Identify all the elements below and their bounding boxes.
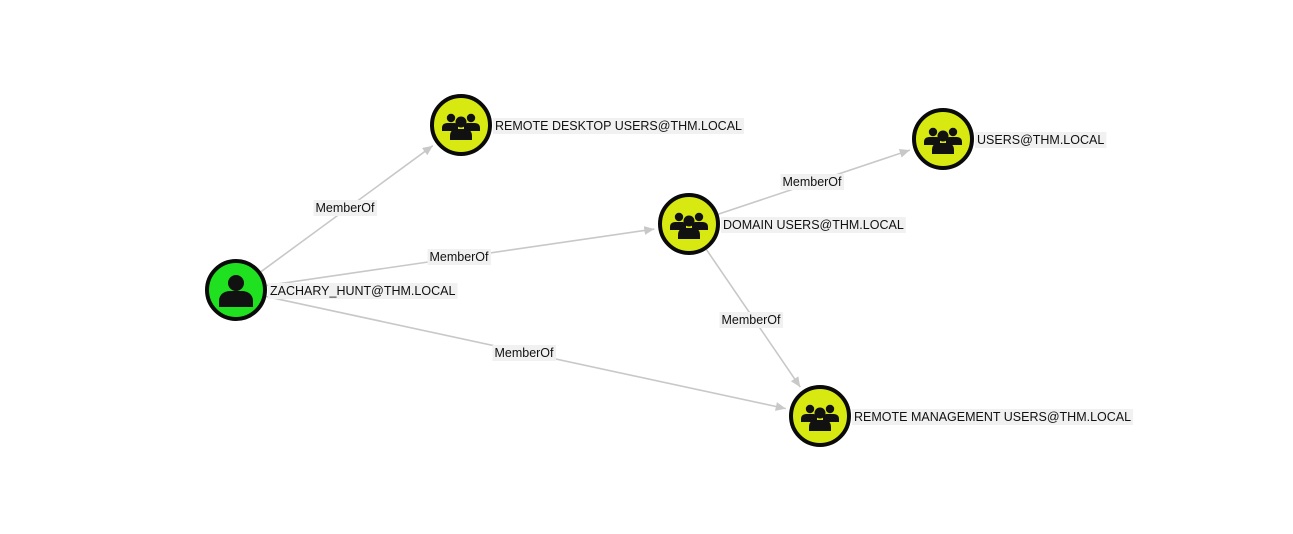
node-label-zachary-text: ZACHARY_HUNT@THM.LOCAL	[270, 284, 455, 298]
node-label-domain-users-bg	[721, 217, 906, 233]
edge-label-zachary-to-domain_users-text: MemberOf	[429, 250, 489, 264]
edge-label-zachary-to-rdp-text: MemberOf	[315, 201, 375, 215]
edge-label-domain_users-to-rmu-text: MemberOf	[721, 313, 781, 327]
node-label-rmu-text: REMOTE MANAGEMENT USERS@THM.LOCAL	[854, 410, 1131, 424]
group-icon	[670, 212, 708, 239]
edge-label-domain_users-to-users: MemberOf	[780, 174, 845, 190]
node-label-zachary: ZACHARY_HUNT@THM.LOCAL	[268, 283, 458, 299]
node-users[interactable]	[912, 108, 974, 170]
node-label-domain-users: DOMAIN USERS@THM.LOCAL	[721, 217, 906, 233]
edge-label-domain_users-to-users-text: MemberOf	[782, 175, 842, 189]
edge-label-domain_users-to-rmu-bg	[719, 312, 784, 328]
node-rdp[interactable]	[430, 94, 492, 156]
group-icon	[442, 113, 480, 140]
edge-label-domain_users-to-users-bg	[780, 174, 845, 190]
group-icon	[924, 127, 962, 154]
node-label-users-bg	[975, 132, 1107, 148]
edge-label-zachary-to-rmu-bg	[492, 345, 557, 361]
edge-label-domain_users-to-rmu: MemberOf	[719, 312, 784, 328]
group-icon	[801, 404, 839, 431]
edge-label-zachary-to-rmu: MemberOf	[492, 345, 557, 361]
node-domain-users[interactable]	[658, 193, 720, 255]
node-rmu[interactable]	[789, 385, 851, 447]
node-label-domain-users-text: DOMAIN USERS@THM.LOCAL	[723, 218, 904, 232]
node-label-rdp-bg	[493, 118, 745, 134]
node-label-rmu: REMOTE MANAGEMENT USERS@THM.LOCAL	[852, 409, 1134, 425]
node-label-rdp: REMOTE DESKTOP USERS@THM.LOCAL	[493, 118, 745, 134]
node-label-rmu-bg	[852, 409, 1134, 425]
node-label-rdp-text: REMOTE DESKTOP USERS@THM.LOCAL	[495, 119, 742, 133]
node-label-users: USERS@THM.LOCAL	[975, 132, 1107, 148]
nodes-layer: ZACHARY_HUNT@THM.LOCAL REMOTE DESKTOP USE…	[205, 94, 1134, 447]
edge-label-zachary-to-domain_users: MemberOf	[427, 249, 492, 265]
edge-label-zachary-to-rdp: MemberOf	[313, 200, 378, 216]
user-icon	[219, 275, 253, 307]
node-label-zachary-bg	[268, 283, 458, 299]
node-zachary[interactable]	[205, 259, 267, 321]
node-label-users-text: USERS@THM.LOCAL	[977, 133, 1104, 147]
edge-label-zachary-to-rmu-text: MemberOf	[494, 346, 554, 360]
edge-label-zachary-to-rdp-bg	[313, 200, 378, 216]
edge-label-zachary-to-domain_users-bg	[427, 249, 492, 265]
